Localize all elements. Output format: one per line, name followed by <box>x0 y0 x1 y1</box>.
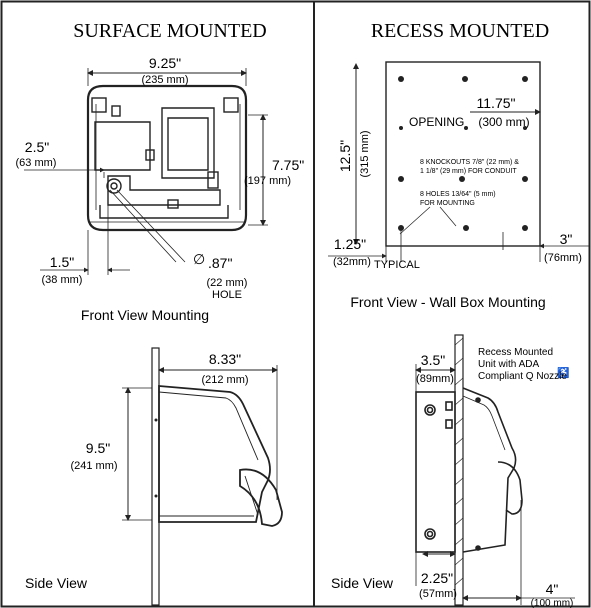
recess-height-mm: (315 mm) <box>359 130 371 177</box>
surface-height-mm: (197 mm) <box>244 175 291 187</box>
surface-side-wall <box>151 347 160 606</box>
hole-leader-line-2 <box>109 189 177 263</box>
surface-side-height-in: 9.5" <box>86 440 110 456</box>
recess-proj-in: 4" <box>546 581 559 597</box>
surface-width-mm: (235 mm) <box>141 74 188 86</box>
recess-knockouts-line1: 8 KNOCKOUTS 7/8" (22 mm) & <box>420 159 519 166</box>
hole-diameter-mm: (22 mm) <box>207 277 248 289</box>
surface-side-screw-top <box>154 418 158 422</box>
surface-left-in: 2.5" <box>25 139 49 155</box>
recess-holes-leader <box>399 206 431 235</box>
surface-depth-mm: (212 mm) <box>201 374 248 386</box>
recess-knockouts-line2: 1 1/8" (29 mm) FOR CONDUIT <box>420 168 517 175</box>
recess-height-in: 12.5" <box>337 140 353 172</box>
recess-opening-label: OPENING <box>409 115 464 129</box>
recess-opening-box <box>385 61 541 247</box>
surface-side-caption: Side View <box>25 575 88 591</box>
recess-opening-mm: (300 mm) <box>478 115 529 129</box>
recess-right-mm: (76mm) <box>544 252 582 264</box>
recess-box-depth-in: 3.5" <box>421 352 445 368</box>
recess-note-line3: Compliant Q Nozzle <box>478 371 567 382</box>
recess-typical: TYPICAL <box>374 259 420 271</box>
recess-knockouts <box>399 126 527 130</box>
surface-width-in: 9.25" <box>149 55 181 71</box>
surface-height-in: 7.75" <box>272 157 304 173</box>
recess-holes-line2: FOR MOUNTING <box>420 200 475 207</box>
recess-title: RECESS MOUNTED <box>371 20 549 42</box>
surface-side-height-mm: (241 mm) <box>70 460 117 472</box>
recess-side-caption: Side View <box>331 575 394 591</box>
recess-left-mm: (32mm) <box>333 256 371 268</box>
recess-side-wall <box>454 334 464 606</box>
surface-side-screw-bottom <box>154 494 158 498</box>
recess-note-line1: Recess Mounted <box>478 347 553 358</box>
surface-front-view <box>86 84 248 232</box>
recess-mounting-holes <box>398 76 528 231</box>
recess-proj-mm: (100 mm) <box>531 598 574 608</box>
surface-left-mm: (63 mm) <box>16 157 57 169</box>
recess-holes-leader-2 <box>439 206 457 227</box>
recess-front-caption: Front View - Wall Box Mounting <box>350 294 545 310</box>
hole-leader-line <box>116 189 186 263</box>
surface-bottom-mm: (38 mm) <box>42 274 83 286</box>
recess-box-depth-mm: (89mm) <box>416 373 454 385</box>
recess-note-line2: Unit with ADA <box>478 359 539 370</box>
surface-bottom-in: 1.5" <box>50 254 74 270</box>
recess-holes-line1: 8 HOLES 13/64" (5 mm) <box>420 191 496 198</box>
hole-diameter-symbol: ∅ <box>193 251 205 267</box>
recess-bottom-mm: (57mm) <box>419 588 457 600</box>
recess-wall-box <box>415 391 456 553</box>
ada-drop-icon: ♿ <box>557 366 569 379</box>
recess-right-in: 3" <box>560 231 573 247</box>
surface-title: SURFACE MOUNTED <box>73 20 267 42</box>
surface-depth-in: 8.33" <box>209 351 241 367</box>
recess-unit-body <box>462 387 523 553</box>
recess-bottom-in: 2.25" <box>421 570 453 586</box>
hole-label: HOLE <box>212 289 242 301</box>
recess-left-in: 1.25" <box>334 236 366 252</box>
recess-opening-in: 11.75" <box>477 95 516 111</box>
hole-diameter-in: .87" <box>208 255 232 271</box>
surface-front-caption: Front View Mounting <box>81 307 209 323</box>
surface-side-unit <box>158 385 283 527</box>
